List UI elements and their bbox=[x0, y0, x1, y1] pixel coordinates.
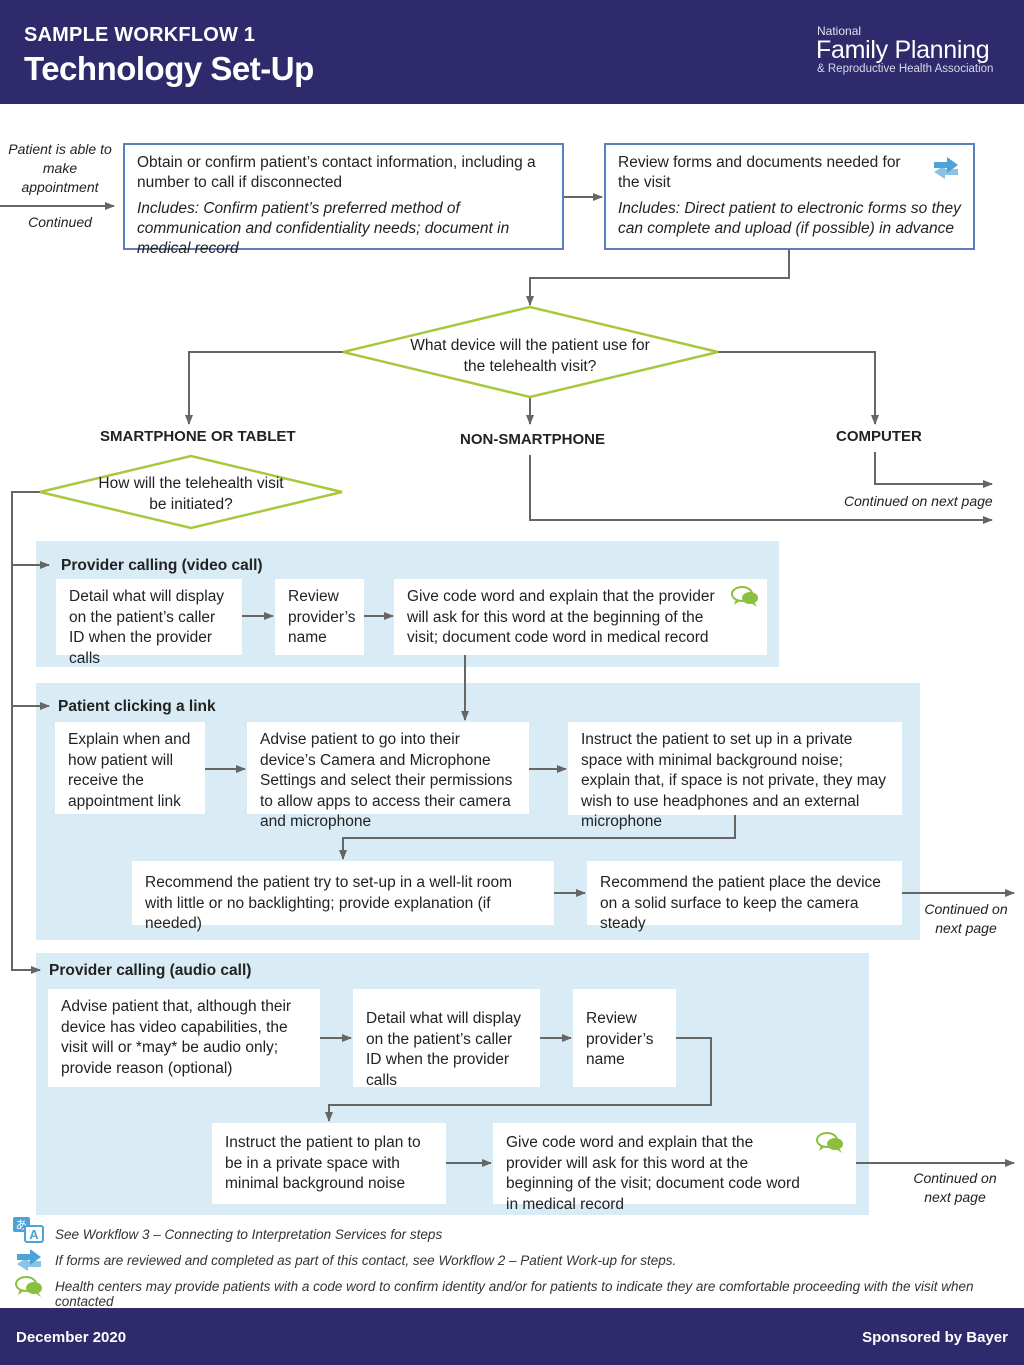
initiation-decision-diamond bbox=[39, 454, 343, 530]
audio-code-word-box: Give code word and explain that the prov… bbox=[493, 1123, 856, 1213]
contact-info-text: Obtain or confirm patient’s contact info… bbox=[137, 154, 536, 191]
contact-info-includes: Includes: Confirm patient’s preferred me… bbox=[137, 200, 510, 257]
audio-call-title: Provider calling (audio call) bbox=[49, 962, 252, 979]
link-private-space-box: Instruct the patient to set up in a priv… bbox=[568, 722, 902, 830]
forms-workflow-icon bbox=[934, 157, 958, 179]
start-label: Patient is able to make appointment bbox=[8, 141, 112, 195]
video-call-title: Provider calling (video call) bbox=[61, 557, 263, 574]
review-forms-includes: Includes: Direct patient to electronic f… bbox=[618, 200, 961, 237]
footer-date: December 2020 bbox=[16, 1329, 127, 1346]
audio-advise-box: Advise patient that, although their devi… bbox=[48, 989, 320, 1087]
device-decision-text: What device will the patient use for the… bbox=[410, 337, 650, 375]
device-decision-diamond bbox=[342, 305, 719, 399]
logo-national-text: National bbox=[817, 24, 862, 38]
review-forms-text: Review forms and documents needed for th… bbox=[618, 154, 901, 191]
footer-bar bbox=[0, 1308, 1024, 1365]
forms-legend-icon bbox=[17, 1249, 41, 1271]
branch-computer-label: COMPUTER bbox=[836, 428, 922, 445]
link-permissions-box: Advise patient to go into their device’s… bbox=[247, 722, 529, 830]
legend-forms-text: If forms are reviewed and completed as p… bbox=[55, 1253, 677, 1268]
workflow-subtitle: SAMPLE WORKFLOW 1 bbox=[24, 24, 256, 46]
page-title: Technology Set-Up bbox=[24, 50, 314, 87]
logo-tagline: & Reproductive Health Association bbox=[817, 63, 994, 75]
code-word-icon bbox=[731, 586, 758, 607]
audio-private-space-box: Instruct the patient to plan to be in a … bbox=[212, 1123, 446, 1204]
legend-interpretation-text: See Workflow 3 – Connecting to Interpret… bbox=[55, 1227, 443, 1242]
link-continued-label: Continued on next page bbox=[924, 901, 1008, 936]
header-bar bbox=[0, 0, 1024, 104]
branch-nonsmartphone-label: NON-SMARTPHONE bbox=[460, 431, 605, 448]
code-word-icon bbox=[816, 1132, 843, 1153]
link-lighting-box: Recommend the patient try to set-up in a… bbox=[132, 861, 554, 932]
continued-next-page-label: Continued on next page bbox=[844, 493, 993, 509]
contact-info-box: Obtain or confirm patient’s contact info… bbox=[123, 143, 564, 257]
code-word-legend-icon bbox=[15, 1276, 42, 1297]
interpretation-icon: あ A bbox=[13, 1217, 44, 1243]
logo-main-text: Family Planning bbox=[816, 36, 990, 64]
audio-review-name-box: Review provider’s name bbox=[573, 989, 676, 1087]
video-code-word-box: Give code word and explain that the prov… bbox=[394, 579, 767, 655]
video-caller-id-box: Detail what will display on the patient’… bbox=[56, 579, 242, 667]
link-solid-surface-box: Recommend the patient place the device o… bbox=[587, 861, 902, 932]
audio-continued-label: Continued on next page bbox=[913, 1170, 997, 1205]
legend-codeword-text: Health centers may provide patients with… bbox=[55, 1279, 974, 1309]
start-continued-label: Continued bbox=[28, 214, 92, 230]
branch-smartphone-label: SMARTPHONE OR TABLET bbox=[100, 428, 296, 445]
svg-text:A: A bbox=[29, 1227, 39, 1242]
initiation-decision-text: How will the telehealth visit be initiat… bbox=[98, 475, 284, 513]
review-forms-box: Review forms and documents needed for th… bbox=[604, 143, 975, 250]
video-review-name-box: Review provider’s name bbox=[275, 579, 364, 655]
link-explain-box: Explain when and how patient will receiv… bbox=[55, 722, 205, 814]
audio-caller-id-box: Detail what will display on the patient’… bbox=[353, 989, 540, 1089]
footer-sponsor: Sponsored by Bayer bbox=[862, 1329, 1008, 1346]
link-title: Patient clicking a link bbox=[58, 698, 216, 715]
